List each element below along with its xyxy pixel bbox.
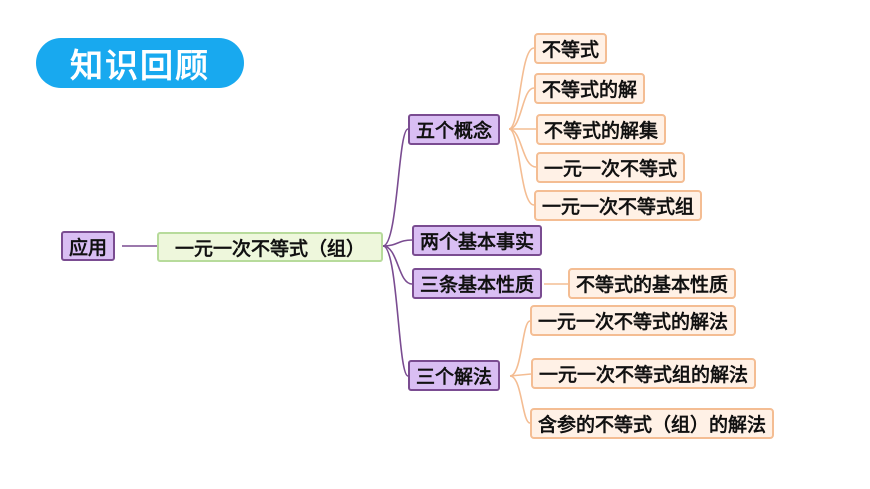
method-item-label: 一元一次不等式的解法: [538, 311, 729, 333]
branch-concepts: 五个概念: [408, 114, 501, 145]
concept-item-label: 一元一次不等式: [544, 158, 678, 180]
branch-properties-label: 三条基本性质: [420, 274, 535, 296]
concept-item-label: 一元一次不等式组: [542, 196, 695, 218]
branch-facts: 两个基本事实: [412, 225, 543, 256]
connector-concepts-1: [508, 47, 535, 130]
node-application-label: 应用: [69, 236, 108, 259]
title-badge: 知识回顾: [36, 38, 244, 88]
concept-item-label: 不等式的解集: [544, 120, 659, 142]
concept-item: 不等式: [534, 33, 608, 64]
connector-concepts-5: [508, 128, 535, 206]
connector-root-concepts: [382, 128, 409, 247]
connector-concepts-2: [508, 87, 535, 130]
method-item: 一元一次不等式的解法: [530, 305, 737, 336]
connector-methods-1: [509, 320, 531, 377]
concept-item: 不等式的解: [534, 73, 646, 104]
node-root: 一元一次不等式（组）: [157, 232, 383, 262]
title-text: 知识回顾: [70, 46, 210, 85]
method-item: 含参的不等式（组）的解法: [530, 408, 775, 439]
branch-concepts-label: 五个概念: [416, 120, 493, 142]
concept-item: 不等式的解集: [536, 114, 667, 145]
node-root-label: 一元一次不等式（组）: [174, 237, 365, 260]
property-item-label: 不等式的基本性质: [576, 274, 729, 296]
node-application: 应用: [61, 231, 116, 261]
connector-concepts-4: [508, 128, 537, 168]
branch-methods: 三个解法: [408, 360, 501, 391]
method-item-label: 含参的不等式（组）的解法: [538, 414, 767, 436]
branch-methods-label: 三个解法: [416, 366, 493, 388]
method-item-label: 一元一次不等式组的解法: [539, 364, 749, 386]
connector-root-methods: [382, 245, 409, 377]
concept-item: 一元一次不等式组: [534, 190, 703, 221]
property-item: 不等式的基本性质: [568, 268, 737, 299]
method-item: 一元一次不等式组的解法: [531, 358, 757, 389]
connector-root-facts: [382, 239, 413, 247]
connector-methods-3: [509, 375, 531, 424]
connector-methods-2: [509, 373, 532, 377]
connector-root-properties: [382, 245, 413, 285]
concept-item: 一元一次不等式: [536, 152, 686, 183]
branch-facts-label: 两个基本事实: [420, 231, 535, 253]
concept-item-label: 不等式的解: [542, 79, 638, 101]
branch-properties: 三条基本性质: [412, 268, 543, 299]
concept-item-label: 不等式: [542, 39, 600, 61]
